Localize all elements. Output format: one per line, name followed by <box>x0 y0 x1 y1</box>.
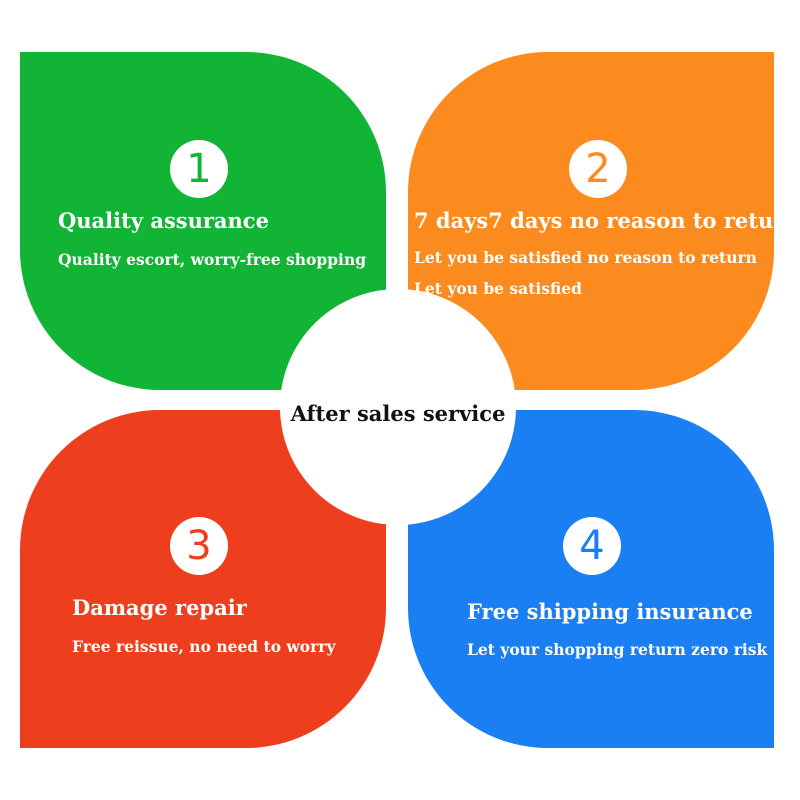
tile-description: Quality escort, worry-free shopping <box>58 250 367 269</box>
tile-title: Damage repair <box>72 595 247 620</box>
tile-title: Quality assurance <box>58 208 269 233</box>
tile-description: Let you be satisfied <box>414 279 582 298</box>
number-badge: 3 <box>170 517 228 575</box>
center-label: After sales service <box>290 401 506 426</box>
center-circle <box>280 289 516 525</box>
number-badge: 1 <box>170 140 228 198</box>
tile-description: Let you be satisfied no reason to return <box>414 248 757 267</box>
quality-assurance-tile: 1 Quality assurance Quality escort, worr… <box>20 52 386 390</box>
number-badge: 2 <box>569 140 627 198</box>
number-badge: 4 <box>563 517 621 575</box>
tile-description: Let your shopping return zero risk <box>467 640 768 659</box>
tile-description: Free reissue, no need to worry <box>72 637 336 656</box>
tile-title: Free shipping insurance <box>467 599 753 624</box>
tile-title: 7 days7 days no reason to return <box>414 208 774 233</box>
